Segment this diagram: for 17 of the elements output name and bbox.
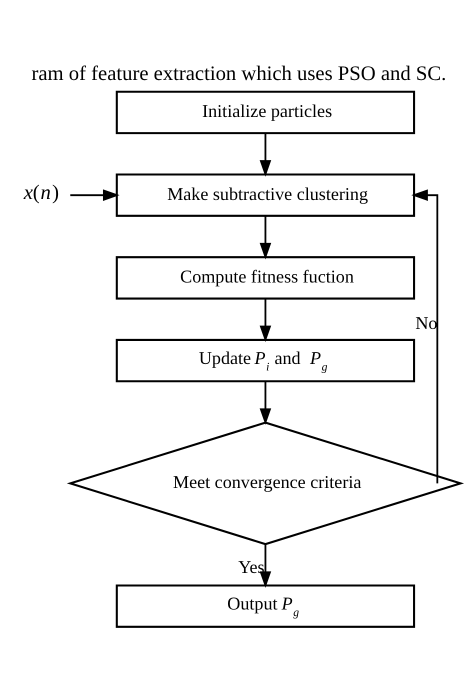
node-box: Output P$_{g}$ xyxy=(116,584,416,628)
node-box: Make subtractive clustering xyxy=(116,172,416,216)
arrow xyxy=(260,298,272,342)
arrow xyxy=(70,188,120,200)
node-text: x(n) xyxy=(24,181,60,204)
arrow xyxy=(260,544,272,588)
node-diamond: Meet convergence criteria xyxy=(66,421,464,545)
node-box: Initialize particles xyxy=(116,90,416,134)
arrow xyxy=(411,188,438,483)
edge-label: Yes xyxy=(238,556,265,576)
edge-label: No xyxy=(415,312,438,333)
arrow xyxy=(260,380,272,424)
arrow xyxy=(260,132,272,176)
node-box: Update P$_{i}$ and P$_{g}$ xyxy=(116,338,416,382)
diagram-title: ram of feature extraction which uses PSO and SC. xyxy=(32,62,446,84)
node-box: Compute fitness fuction xyxy=(116,256,416,300)
arrow xyxy=(260,216,272,259)
